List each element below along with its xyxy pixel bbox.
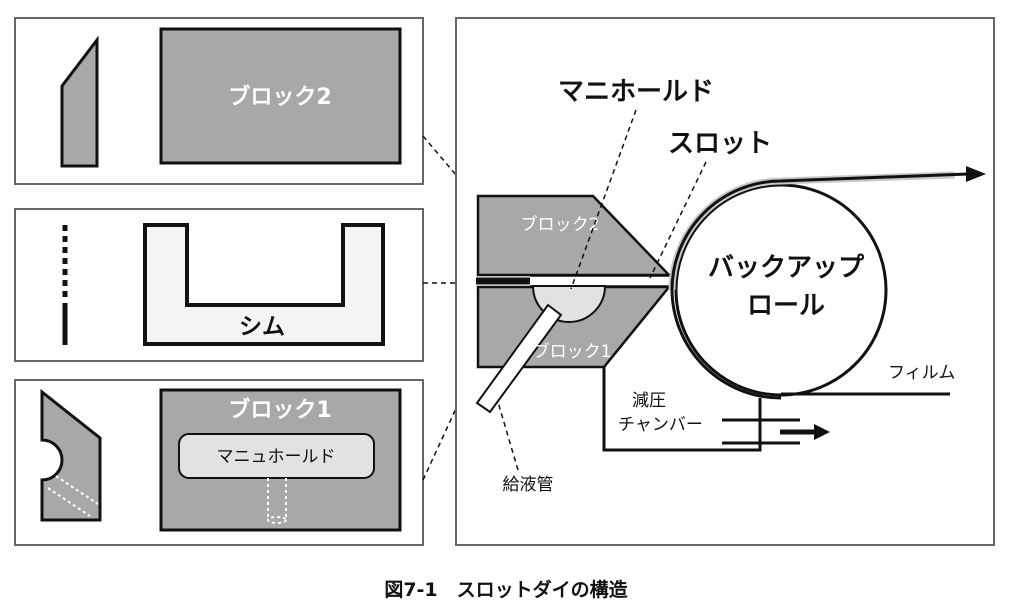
vacuum-arrow-icon — [814, 424, 830, 440]
film — [670, 172, 969, 396]
slot-callout-label: スロット — [668, 129, 772, 159]
vacuum-chamber-pipe — [602, 367, 762, 452]
film-direction-arrow-icon — [966, 166, 986, 182]
film-label: フィルム — [888, 363, 955, 383]
backup-roll-label-line2: ロール — [747, 291, 825, 321]
block1-manifold-slot — [178, 433, 375, 479]
lower-die-block-label: ブロック1 — [533, 341, 612, 362]
shim-panel-label: シム — [239, 314, 285, 340]
manifold-callout-leader — [570, 109, 637, 290]
block1-panel: ブロック1 マニュホールド — [14, 379, 424, 546]
feed-pipe-callout-leader — [497, 401, 519, 471]
backup-roll — [674, 183, 888, 397]
block2-side-profile — [60, 35, 99, 168]
backup-roll-label-line1: バックアップ — [708, 253, 865, 283]
feed-pipe-callout-label: 給液管 — [503, 475, 554, 495]
block1-panel-label: ブロック1 — [228, 397, 331, 423]
block1-manifold-label: マニュホールド — [217, 447, 336, 467]
figure-caption: 図7-1 スロットダイの構造 — [384, 578, 628, 601]
feed-pipe — [475, 303, 563, 414]
upper-die-block-label: ブロック2 — [521, 214, 600, 235]
block1-feed-hole-bottom — [267, 516, 287, 524]
upper-die-block — [476, 194, 672, 277]
slot-callout-leader — [649, 161, 707, 279]
block2-front-view — [159, 27, 402, 165]
block1-side-feed-line-top — [55, 475, 99, 505]
block2-panel-label: ブロック2 — [228, 84, 331, 110]
shim-panel: シム — [14, 208, 424, 362]
shim-front-view — [143, 223, 385, 346]
block1-side-feed-line-bottom — [47, 487, 91, 517]
vacuum-chamber-label-line1: 減圧 — [632, 391, 666, 411]
block1-side-profile — [40, 388, 102, 522]
vacuum-chamber-label-line2: チャンバー — [618, 415, 703, 435]
block2-panel: ブロック2 — [14, 17, 424, 185]
film-bottom-wrap — [670, 289, 782, 400]
manifold-callout-label: マニホールド — [558, 77, 714, 107]
